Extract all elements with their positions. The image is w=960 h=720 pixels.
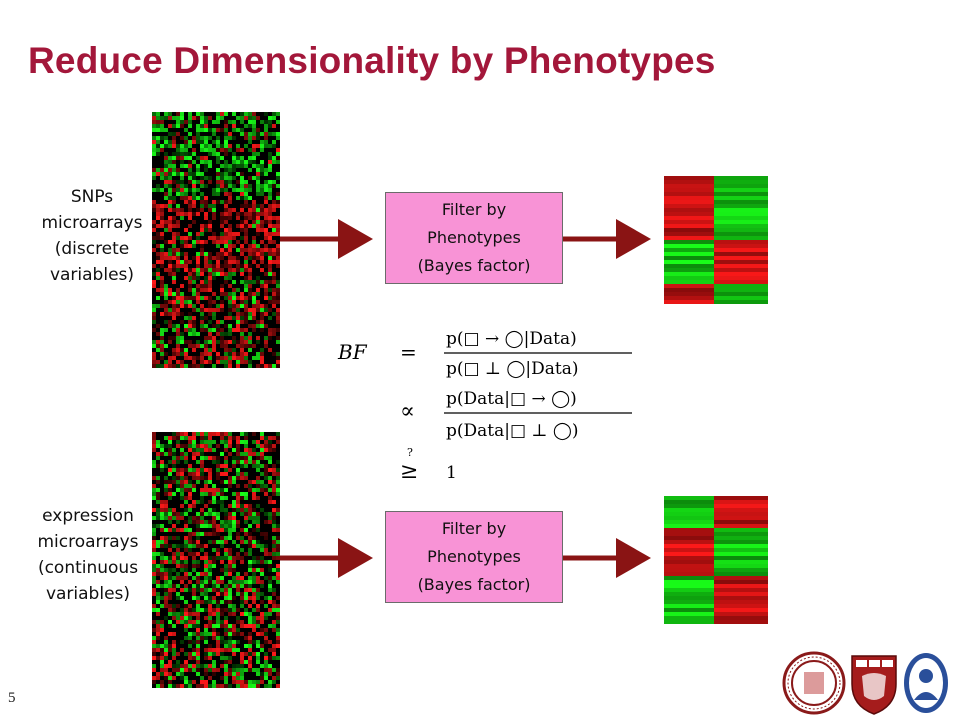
slide-title: Reduce Dimensionality by Phenotypes (28, 40, 716, 81)
snp-label-line: microarrays (41, 213, 143, 233)
filtered-snp-heatmap (664, 176, 768, 304)
snp-label-line: SNPs (70, 187, 114, 207)
filter-box-line: Phenotypes (427, 228, 521, 247)
snp-label-line: variables) (49, 265, 135, 285)
harvard-shield-icon (851, 655, 897, 715)
formula-question-mark: ? (407, 446, 413, 459)
filter-box-line: (Bayes factor) (417, 575, 531, 594)
expression-source-label: expression microarrays (continuous varia… (18, 503, 158, 607)
snp-source-label: SNPs microarrays (discrete variables) (22, 184, 162, 288)
expression-heatmap (152, 432, 280, 688)
expression-label-line: variables) (45, 584, 131, 604)
university-seal-icon (782, 651, 846, 715)
formula-rhs: 1 (446, 463, 457, 483)
formula-lhs: BF (337, 340, 368, 364)
expression-label-line: expression (42, 506, 134, 526)
snp-heatmap (152, 112, 280, 368)
formula-denominator-2: p(Data|□ ⊥ ◯) (446, 421, 579, 441)
formula-numerator-2: p(Data|□ → ◯) (446, 389, 577, 409)
formula-denominator-1: p(□ ⊥ ◯|Data) (446, 359, 579, 379)
expression-label-line: (continuous (37, 558, 139, 578)
institution-logos (782, 651, 948, 715)
expression-label-line: microarrays (37, 532, 139, 552)
slide-number: 5 (8, 690, 16, 706)
filter-box-line: Filter by (441, 519, 507, 538)
hospital-emblem-icon (904, 653, 948, 713)
formula-proportional: ∝ (400, 399, 415, 424)
snp-label-line: (discrete (54, 239, 130, 259)
filter-box-line: (Bayes factor) (417, 256, 531, 275)
filter-box-line: Filter by (441, 200, 507, 219)
filter-box-bottom: Filter by Phenotypes (Bayes factor) (385, 511, 563, 603)
bayes-factor-formula: BF = p(□ → ◯|Data) p(□ ⊥ ◯|Data) ∝ p(Dat… (337, 329, 632, 484)
formula-numerator-1: p(□ → ◯|Data) (446, 329, 577, 349)
filtered-expression-heatmap (664, 496, 768, 624)
filter-box-top: Filter by Phenotypes (Bayes factor) (385, 192, 563, 284)
formula-equals: = (400, 340, 417, 364)
formula-geq: ≥ (400, 459, 418, 484)
filter-box-line: Phenotypes (427, 547, 521, 566)
